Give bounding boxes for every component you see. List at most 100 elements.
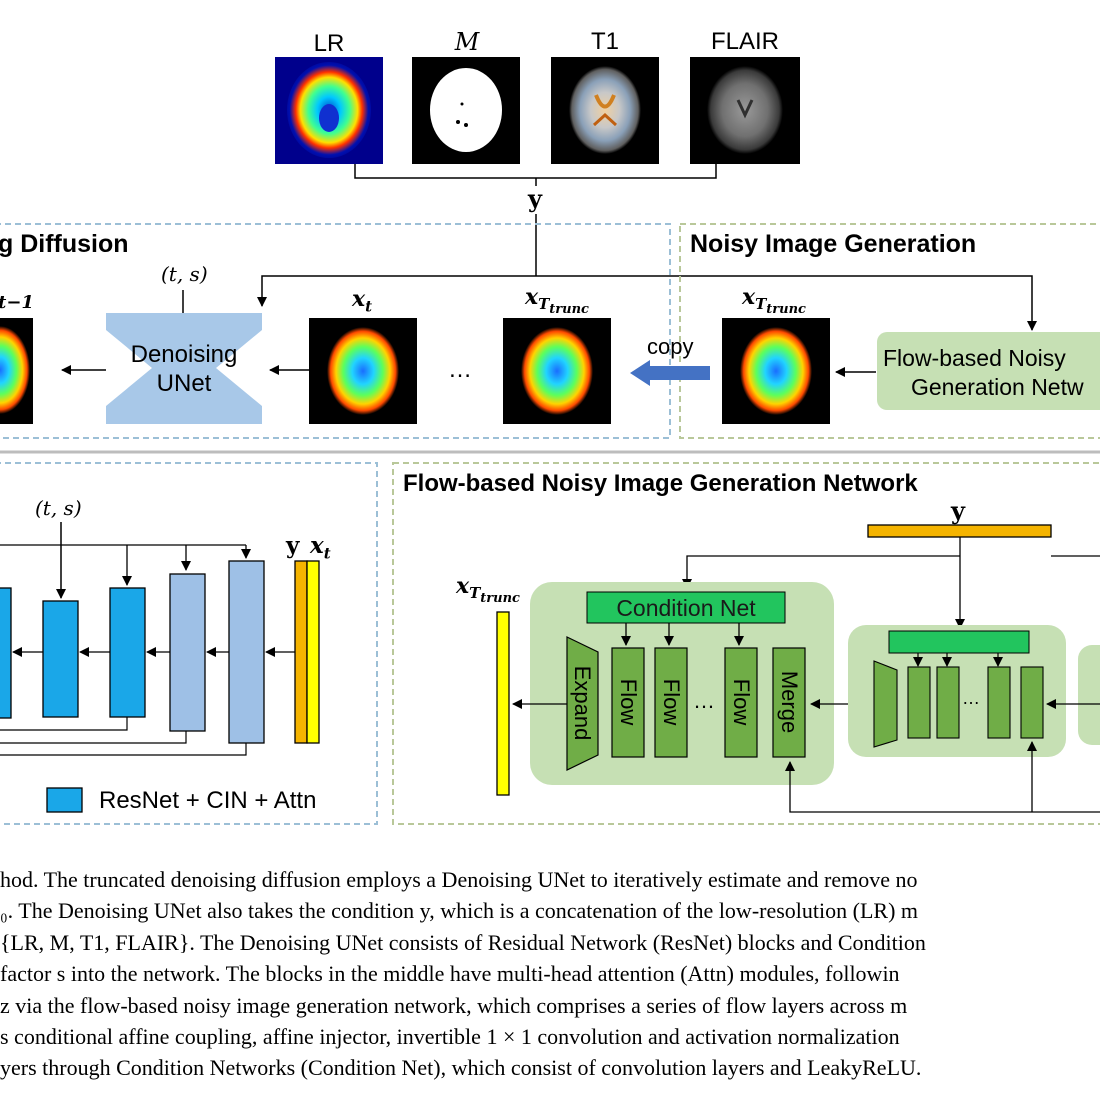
lr-label: LR xyxy=(313,30,345,57)
xtrunc-image xyxy=(503,318,611,424)
caption-line: {LR, M, T1, FLAIR}. The Denoising UNet c… xyxy=(0,929,926,955)
t1-label: T1 xyxy=(590,28,619,55)
xt-label-sub: t xyxy=(365,297,373,316)
flow-block-2 xyxy=(936,666,960,739)
unet-block xyxy=(169,573,206,732)
noisy-xtrunc-image xyxy=(722,318,830,424)
caption-line: ₀. The Denoising UNet also takes the con… xyxy=(0,898,919,924)
flow-box-top-line2: Generation Netw xyxy=(911,374,1084,400)
x-prev-label: t−1 xyxy=(0,292,34,313)
noisy-xtrunc-sub: Ttrunc xyxy=(755,295,806,317)
flow-network-panel-border xyxy=(392,462,1100,825)
flow-xtrunc-sub: Ttrunc xyxy=(469,584,520,606)
flow-block xyxy=(724,647,758,758)
y-input-bar xyxy=(294,560,308,744)
unet-detail-panel-border xyxy=(0,462,378,825)
xt-input-bar xyxy=(306,560,320,744)
flow-network-y-label: y xyxy=(951,496,965,525)
flow-box-top-line1: Flow-based Noisy xyxy=(883,345,1066,371)
flow-block-2 xyxy=(987,666,1011,739)
unet-label-line1: Denoising xyxy=(130,341,238,368)
x-prev-image xyxy=(0,318,33,424)
xt-label: xt xyxy=(352,286,372,315)
diffusion-panel-border xyxy=(0,223,671,439)
flow-label-1: Flow xyxy=(616,678,641,726)
expand-shape xyxy=(566,636,599,771)
y-to-flow-arrow xyxy=(536,275,1037,331)
diffusion-ts-label: (t, s) xyxy=(161,262,208,286)
noisy-xtrunc-trunc: trunc xyxy=(766,302,806,318)
unet-label: Denoising UNet xyxy=(106,340,262,398)
xtrunc-label-t: T xyxy=(538,295,550,314)
xtrunc-label-trunc: trunc xyxy=(549,302,589,318)
caption-line: s conditional affine coupling, affine in… xyxy=(0,1023,900,1049)
flow-box-top xyxy=(877,332,1100,410)
denoising-unet-shape xyxy=(106,313,262,424)
noisy-panel-title: Noisy Image Generation xyxy=(690,230,977,258)
lr-image xyxy=(275,57,383,164)
y-to-unet-arrow xyxy=(257,275,536,307)
legend-swatch xyxy=(46,787,83,813)
expand-label: Expand xyxy=(570,665,595,741)
unet-block xyxy=(0,587,12,719)
caption-line: hod. The truncated denoising diffusion e… xyxy=(0,867,918,892)
noisy-xtrunc-x: x xyxy=(742,284,756,310)
diagram-canvas xyxy=(0,57,1100,825)
flow-label-3: Flow xyxy=(729,678,754,726)
condition-brace xyxy=(354,164,717,186)
flow-ellipsis: … xyxy=(693,688,715,713)
t1-image xyxy=(551,57,659,164)
diffusion-panel-title: g Diffusion xyxy=(0,230,129,258)
flow-ellipsis-2: … xyxy=(962,688,980,708)
flow-block xyxy=(611,647,645,758)
flow-xtrunc-t: T xyxy=(469,584,481,603)
caption-line: z via the flow-based noisy image generat… xyxy=(0,992,908,1018)
mask-image xyxy=(412,57,520,164)
xtrunc-output-bar xyxy=(496,611,510,796)
flow-stage-box-3 xyxy=(1078,645,1100,745)
unet-detail-xt-label: xt xyxy=(310,532,331,563)
y-bar xyxy=(867,524,1052,538)
noisy-xtrunc-t: T xyxy=(755,295,767,314)
copy-arrow xyxy=(630,360,710,386)
flow-xtrunc-x: x xyxy=(456,573,470,599)
condition-net-box-2 xyxy=(888,630,1030,654)
unet-detail-y-label: y xyxy=(286,532,300,559)
flow-xtrunc-trunc: trunc xyxy=(480,591,520,607)
expand-shape-2 xyxy=(873,660,898,748)
caption-line: yers through Condition Networks (Conditi… xyxy=(0,1055,922,1081)
unet-block xyxy=(42,600,79,718)
unet-label-line2: UNet xyxy=(156,370,212,397)
unet-detail-ts-label: (t, s) xyxy=(35,496,82,520)
condition-y-label: y xyxy=(528,184,542,213)
xtrunc-label: xTtrunc xyxy=(525,284,589,317)
xt-label-x: x xyxy=(352,286,366,312)
condition-net-label: Condition Net xyxy=(616,595,756,621)
flow-network-xtrunc-label: xTtrunc xyxy=(456,573,520,606)
flow-block xyxy=(654,647,688,758)
unet-block xyxy=(228,560,265,744)
diffusion-ellipsis: … xyxy=(448,356,472,383)
figure-caption: hod. The truncated denoising diffusion e… xyxy=(0,864,1100,1084)
flair-label: FLAIR xyxy=(710,28,779,55)
legend-label: ResNet + CIN + Attn xyxy=(99,787,317,814)
unet-detail-xt-sub: t xyxy=(323,544,331,563)
flow-label-2: Flow xyxy=(659,678,684,726)
flow-box-top-label: Flow-based Noisy Generation Netw xyxy=(883,344,1084,402)
condition-net-box xyxy=(586,591,786,624)
flow-block-2 xyxy=(907,666,931,739)
flow-network-title: Flow-based Noisy Image Generation Networ… xyxy=(403,470,918,497)
merge-block-2 xyxy=(1020,666,1044,739)
mask-label: M xyxy=(454,28,480,56)
unet-detail-xt-x: x xyxy=(310,532,324,559)
caption-line: factor s into the network. The blocks in… xyxy=(0,961,900,987)
xtrunc-label-sub: Ttrunc xyxy=(538,295,589,317)
merge-label: Merge xyxy=(777,670,802,734)
xtrunc-label-x: x xyxy=(525,284,539,310)
copy-label: copy xyxy=(647,334,694,359)
flair-image xyxy=(690,57,800,164)
merge-block xyxy=(772,647,806,758)
noisy-xtrunc-label: xTtrunc xyxy=(742,284,806,317)
xt-image xyxy=(309,318,417,424)
noisy-panel-border xyxy=(679,223,1100,439)
